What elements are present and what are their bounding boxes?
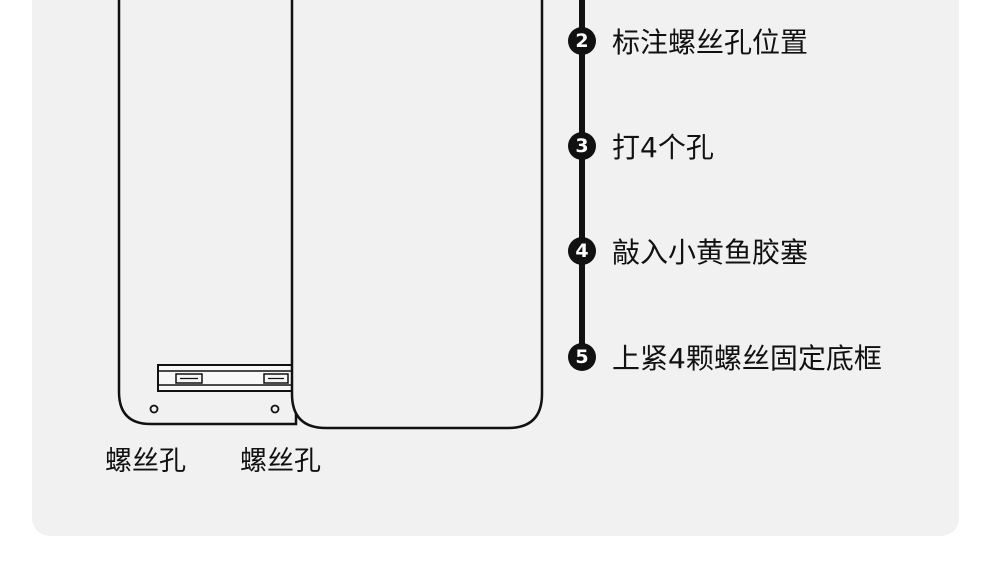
bracket-slot-left (175, 373, 203, 384)
step-2: 2 标注螺丝孔位置 (568, 21, 808, 61)
bracket-slot-right (263, 373, 289, 384)
screw-hole-left (149, 404, 159, 414)
screw-hole-label-left: 螺丝孔 (105, 446, 186, 477)
step-5: 5 上紧4颗螺丝固定底框 (568, 337, 882, 377)
screw-hole-right (270, 404, 280, 414)
step-number-badge: 4 (568, 237, 596, 265)
device-body-outline (290, 0, 544, 430)
step-text: 标注螺丝孔位置 (612, 26, 809, 59)
step-text: 上紧4颗螺丝固定底框 (612, 342, 882, 375)
screw-hole-label-right: 螺丝孔 (240, 446, 321, 477)
step-number-badge: 3 (568, 132, 596, 160)
base-frame-outline (117, 0, 298, 426)
step-number-badge: 5 (568, 343, 596, 371)
step-text: 打4个孔 (612, 131, 714, 164)
steps-timeline (579, 0, 585, 358)
step-text: 敲入小黄鱼胶塞 (612, 236, 809, 269)
step-number-badge: 2 (568, 27, 596, 55)
step-3: 3 打4个孔 (568, 126, 714, 166)
step-4: 4 敲入小黄鱼胶塞 (568, 231, 808, 271)
